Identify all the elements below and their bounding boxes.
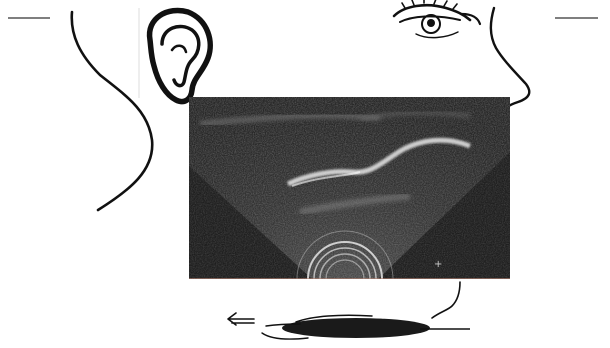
probe-cable	[432, 282, 460, 318]
scan-marker-plus: +	[434, 259, 442, 270]
direction-arrow-icon	[228, 313, 254, 325]
ultrasound-transducer-icon	[262, 315, 470, 339]
head-back-contour	[72, 12, 152, 210]
eye-sketch-icon	[394, 0, 480, 38]
ear-sketch-icon	[150, 10, 211, 101]
face-profile-contour	[491, 8, 529, 108]
ultrasound-scan-image: +	[189, 97, 510, 279]
